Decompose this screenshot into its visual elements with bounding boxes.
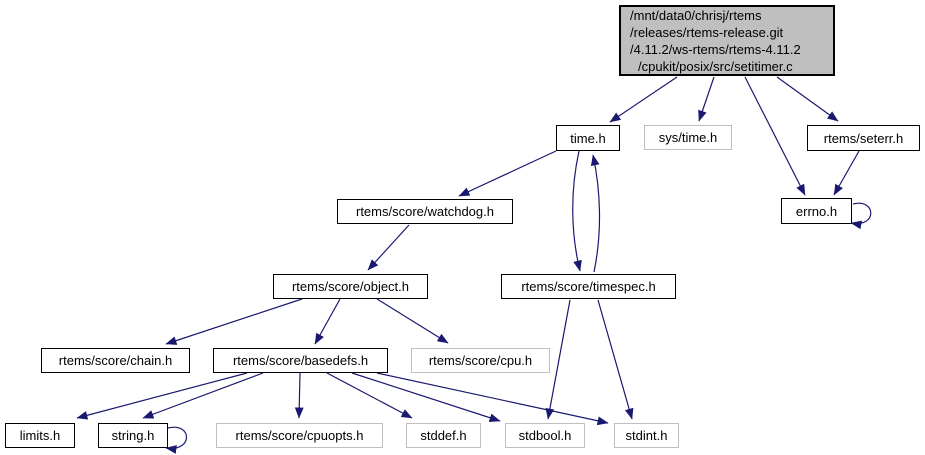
edge-basedefs-to-limits bbox=[76, 372, 248, 420]
node-stdbool-h: stdbool.h bbox=[505, 423, 585, 448]
edge-object-to-cpu bbox=[376, 298, 449, 344]
node-rtems-score-timespec-h[interactable]: rtems/score/timespec.h bbox=[501, 274, 676, 299]
edge-setitimer-to-time bbox=[609, 76, 678, 123]
edge-basedefs-to-string bbox=[142, 372, 264, 419]
node-stdint-h: stdint.h bbox=[614, 423, 679, 448]
node-rtems-score-object-h[interactable]: rtems/score/object.h bbox=[273, 274, 428, 299]
node-limits-h[interactable]: limits.h bbox=[5, 423, 75, 448]
node-rtems-seterr-h[interactable]: rtems/seterr.h bbox=[807, 125, 920, 151]
edge-object-to-basedefs bbox=[314, 298, 341, 345]
edge-watchdog-to-object bbox=[367, 224, 410, 271]
edge-time-to-watchdog bbox=[458, 150, 557, 197]
edge-basedefs-to-cpuopts bbox=[294, 372, 304, 419]
node-errno-h[interactable]: errno.h bbox=[781, 198, 852, 224]
node-stddef-h: stddef.h bbox=[406, 423, 481, 448]
edge-string-self-loop bbox=[165, 426, 188, 454]
edge-setitimer-to-seterr bbox=[776, 76, 839, 122]
edge-object-to-chain bbox=[165, 298, 303, 345]
edge-timespec-to-stdbool bbox=[545, 299, 571, 420]
edge-basedefs-to-stddef bbox=[326, 372, 413, 419]
node-setitimer-c: /mnt/data0/chrisj/rtems /releases/rtems-… bbox=[619, 5, 835, 76]
edge-errno-self-loop bbox=[850, 202, 872, 230]
edge-basedefs-to-stdint bbox=[376, 372, 609, 426]
edge-timespec-to-time bbox=[590, 154, 601, 273]
edge-setitimer-to-errno bbox=[744, 76, 806, 196]
node-rtems-score-chain-h[interactable]: rtems/score/chain.h bbox=[41, 348, 190, 373]
node-setitimer-c-line3: /4.11.2/ws-rtems/rtems-4.11.2 bbox=[630, 41, 801, 57]
node-setitimer-c-line2: /releases/rtems-release.git bbox=[630, 24, 784, 40]
node-setitimer-c-line4: /cpukit/posix/src/setitimer.c bbox=[638, 58, 793, 74]
node-rtems-score-cpu-h: rtems/score/cpu.h bbox=[411, 348, 550, 373]
node-rtems-score-watchdog-h[interactable]: rtems/score/watchdog.h bbox=[337, 199, 513, 224]
node-rtems-score-cpuopts-h: rtems/score/cpuopts.h bbox=[216, 423, 383, 448]
edge-basedefs-to-stdbool bbox=[351, 372, 501, 422]
edge-seterr-to-errno bbox=[833, 150, 860, 196]
node-string-h[interactable]: string.h bbox=[98, 423, 168, 448]
node-setitimer-c-line1: /mnt/data0/chrisj/rtems bbox=[630, 7, 762, 23]
edge-timespec-to-stdint bbox=[597, 299, 634, 420]
node-time-h[interactable]: time.h bbox=[556, 125, 620, 151]
edge-setitimer-to-systime bbox=[698, 76, 715, 122]
node-rtems-score-basedefs-h[interactable]: rtems/score/basedefs.h bbox=[213, 348, 388, 373]
edge-time-to-timespec bbox=[572, 150, 582, 272]
node-sys-time-h: sys/time.h bbox=[644, 125, 732, 150]
